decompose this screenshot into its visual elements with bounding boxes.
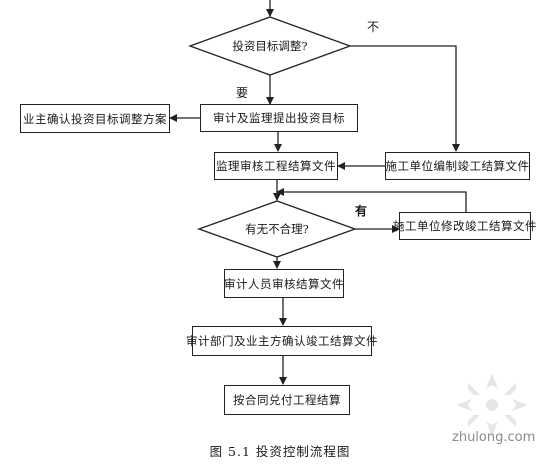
contractor-prepare-box: 施工单位编制竣工结算文件 <box>385 152 530 180</box>
contractor-modify-box: 施工单位修改竣工结算文件 <box>393 212 537 240</box>
edge-label-yes: 要 <box>236 86 249 100</box>
edge-label-no: 不 <box>367 20 380 34</box>
edge-modify-loop <box>276 188 467 212</box>
audit-propose-box: 审计及监理提出投资目标 <box>200 104 358 132</box>
auditor-review-box: 审计人员审核结算文件 <box>224 269 344 298</box>
dept-confirm-box: 审计部门及业主方确认竣工结算文件 <box>186 326 378 356</box>
figure-caption: 图 5.1 投资控制流程图 <box>209 444 351 459</box>
edge-label-has: 有 <box>355 204 368 218</box>
supervisor-review-box: 监理审核工程结算文件 <box>214 152 338 180</box>
decision-adjust-label: 投资目标调整? <box>232 39 308 53</box>
watermark-logo-icon <box>456 373 528 437</box>
pay-settlement-box: 按合同兑付工程结算 <box>224 385 350 415</box>
edge-adjust-no <box>350 45 460 152</box>
watermark-text: zhulong.com <box>452 430 536 445</box>
owner-confirm-box: 业主确认投资目标调整方案 <box>20 104 170 133</box>
decision-unreasonable-label: 有无不合理? <box>245 222 309 236</box>
